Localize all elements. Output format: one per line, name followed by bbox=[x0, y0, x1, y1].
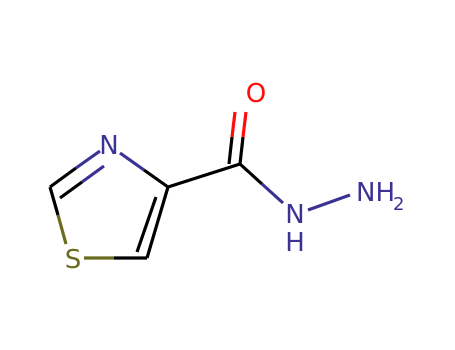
bond-c2-n3-inner bbox=[59, 180, 83, 200]
bond-c4-c5-inner bbox=[135, 196, 158, 253]
atom-amino-subscript: 2 bbox=[393, 194, 404, 215]
bond-s1-c2-s bbox=[56, 214, 68, 245]
atom-ring-nitrogen: N bbox=[99, 131, 118, 161]
atom-amide-hydrogen: H bbox=[285, 228, 305, 258]
atom-amino-nh: NH bbox=[356, 178, 395, 208]
bond-c-namide-n bbox=[260, 182, 285, 205]
bond-n3-c4-c bbox=[143, 168, 169, 189]
bond-c2-n3-outer-n bbox=[75, 149, 101, 170]
atom-oxygen: O bbox=[246, 79, 266, 109]
bond-c-namide-c bbox=[238, 162, 264, 186]
bond-c2-n3-outer bbox=[49, 166, 77, 189]
bond-n-nh2 bbox=[307, 193, 351, 212]
atom-amide-nitrogen: N bbox=[285, 200, 304, 230]
bond-co-2-o bbox=[230, 111, 237, 138]
bond-co-1-c bbox=[238, 136, 245, 165]
bond-n3-c4-n bbox=[119, 151, 145, 172]
bond-co-1-o bbox=[241, 111, 248, 138]
bond-co-2-c bbox=[227, 136, 234, 165]
atom-ring-sulfur: S bbox=[65, 245, 82, 275]
bond-c2-n3-inner-n bbox=[81, 164, 105, 184]
bond-c4-carbonyl bbox=[167, 162, 241, 189]
bond-s1-c2-c bbox=[48, 186, 60, 216]
bond-c4-c5-outer bbox=[145, 186, 170, 259]
